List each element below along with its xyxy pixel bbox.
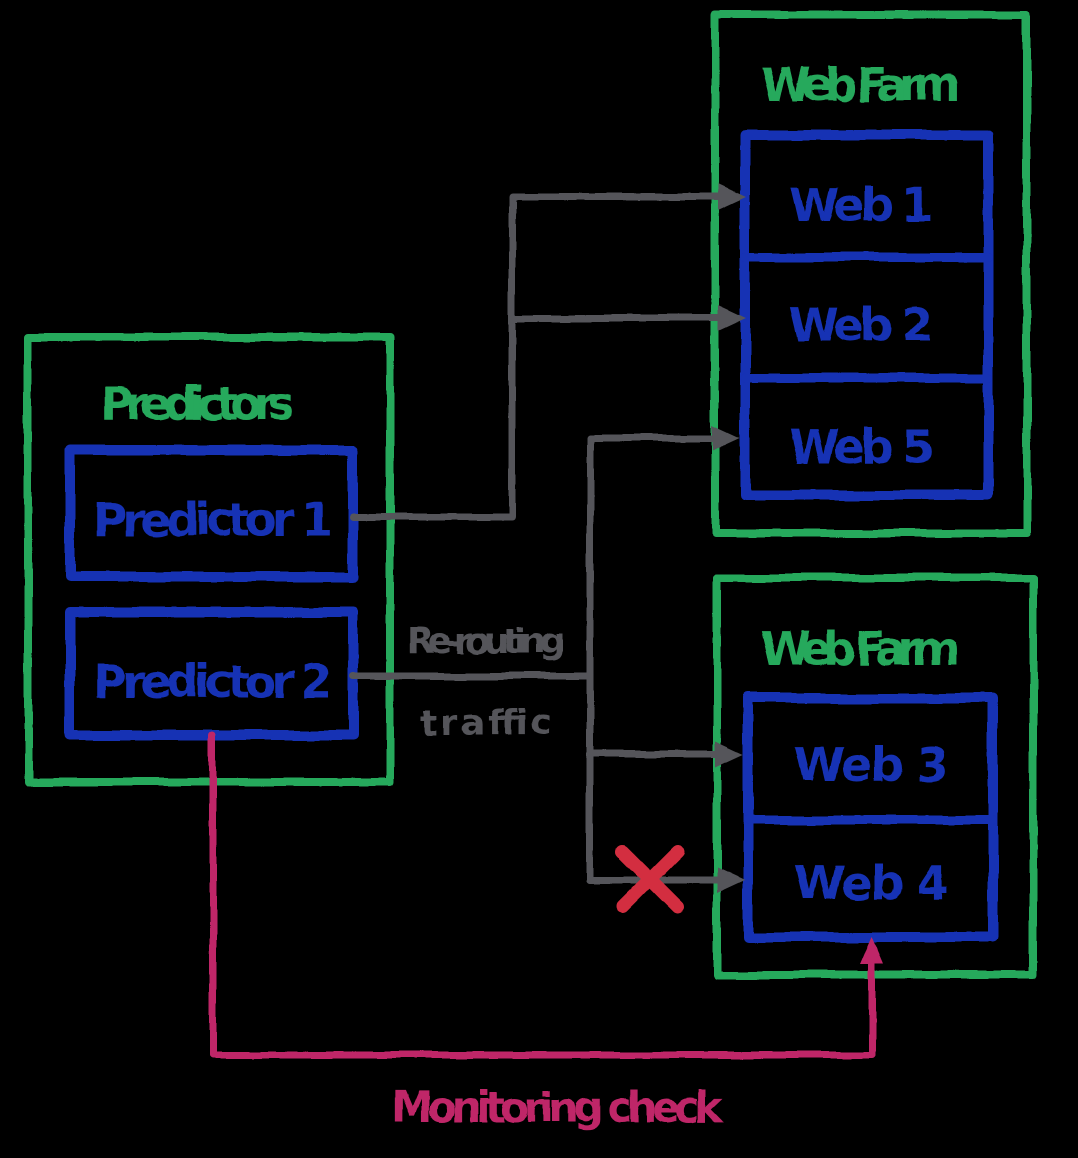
web-farm-top-servers-box [740,130,993,500]
predictors-group-box [24,333,394,786]
web-farm-top-title: Web Farm [761,58,961,112]
arrowhead-web5 [712,425,740,451]
web-2-label: Web 2 [789,298,934,352]
web-5-label: Web 5 [789,420,934,474]
predictor-2-label: Predictor 2 [93,655,333,709]
arrowhead-web3 [715,741,743,767]
predictor-1-label: Predictor 1 [93,493,333,547]
web-1-label: Web 1 [789,178,934,232]
rerouting-label-line2: traffic [420,703,552,744]
web-3-label: Web 3 [794,738,949,792]
web-farm-top-group-box [711,11,1031,537]
web-4-label: Web 4 [794,856,949,910]
arrowhead-web2 [718,305,746,331]
monitoring-check-line [209,731,876,1059]
predictors-group-title: Predictors [101,377,296,431]
arrowhead-web1 [718,184,746,210]
web-farm-bottom-title: Web Farm [760,622,960,676]
failed-route-cross-icon [615,844,685,914]
flow-predictor1-to-web1 [349,193,722,521]
arrowhead-web4 [717,867,745,893]
monitoring-check-label: Monitoring check [391,1083,724,1132]
arrowhead-monitoring [860,936,884,964]
rerouting-label-line1: Re-routing [407,621,565,662]
